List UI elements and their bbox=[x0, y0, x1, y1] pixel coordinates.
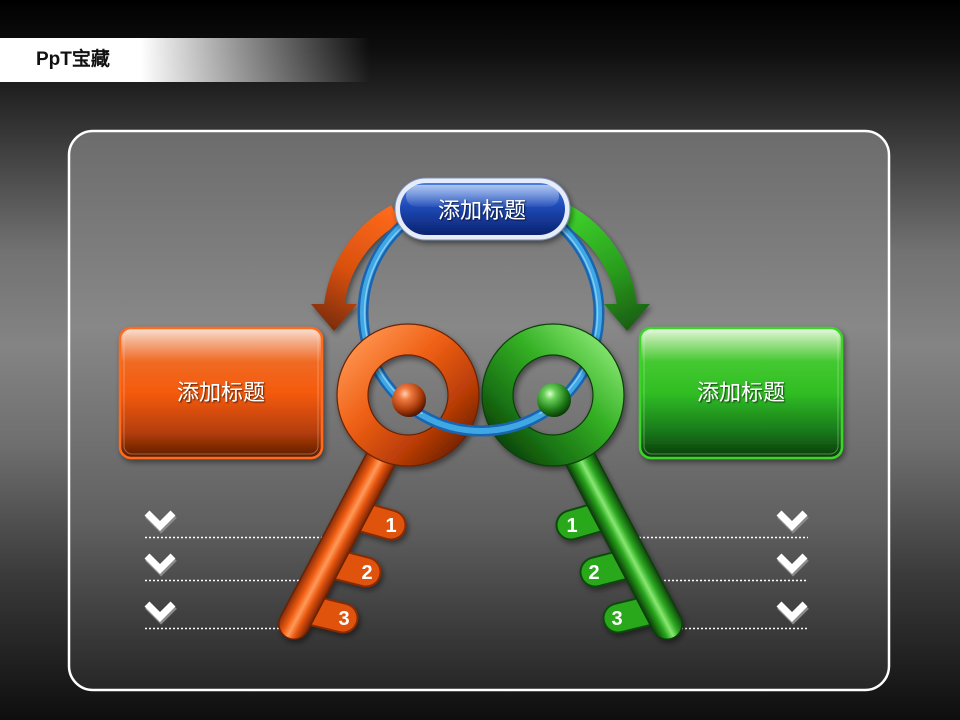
green-ball bbox=[537, 383, 571, 417]
key-shaft bbox=[279, 440, 398, 639]
box-inner-edge bbox=[643, 331, 839, 455]
chevron-shape bbox=[144, 510, 176, 531]
content-frame bbox=[67, 129, 891, 692]
right-list bbox=[611, 510, 809, 630]
right-title-box: 添加标题 bbox=[638, 326, 844, 460]
left-curved-arrow bbox=[311, 205, 401, 331]
top-title-pill: 添加标题 bbox=[394, 177, 571, 241]
brand-text: PpT宝藏 bbox=[36, 49, 110, 70]
left-box-title: 添加标题 bbox=[177, 381, 265, 406]
chevron-shape bbox=[776, 601, 808, 622]
tab-number: 1 bbox=[385, 515, 396, 537]
green-key: 1 2 3 bbox=[481, 323, 683, 640]
brand-banner: PpT宝藏 bbox=[0, 38, 370, 82]
arrow-band bbox=[560, 205, 637, 308]
ring-core bbox=[420, 412, 542, 435]
tab-number: 2 bbox=[588, 562, 599, 584]
tab-number: 1 bbox=[566, 515, 577, 537]
arrow-band bbox=[324, 205, 401, 308]
pill-gloss bbox=[406, 185, 559, 207]
right-box-title: 添加标题 bbox=[697, 381, 785, 406]
tab-number: 2 bbox=[361, 562, 372, 584]
box-body bbox=[118, 326, 324, 460]
chevron-down-icon bbox=[144, 601, 177, 625]
chevron-shape bbox=[144, 553, 176, 574]
blue-ring-front-arc bbox=[419, 410, 543, 437]
key-ring-outer-edge bbox=[336, 323, 480, 467]
chevron-down-icon bbox=[776, 553, 809, 577]
chevron-shape bbox=[144, 601, 176, 622]
key-ring bbox=[482, 324, 624, 466]
chevron-down-icon bbox=[776, 510, 809, 534]
left-title-box: 添加标题 bbox=[118, 326, 324, 460]
chevron-down-icon bbox=[144, 553, 177, 577]
tab-number: 3 bbox=[338, 608, 349, 630]
arrow-head bbox=[311, 304, 357, 331]
key-ring bbox=[337, 324, 479, 466]
orange-ball bbox=[392, 383, 426, 417]
top-title-text: 添加标题 bbox=[438, 199, 526, 224]
chevron-down-icon bbox=[776, 601, 809, 625]
box-inner-edge bbox=[123, 331, 319, 455]
arrow-head bbox=[604, 304, 650, 331]
key-ring-outer-edge bbox=[481, 323, 625, 467]
chevron-shape bbox=[776, 510, 808, 531]
box-body bbox=[638, 326, 844, 460]
tab-number: 3 bbox=[611, 608, 622, 630]
orange-key: 1 2 3 bbox=[278, 323, 480, 640]
key-ring-inner-edge bbox=[512, 354, 594, 436]
right-curved-arrow bbox=[560, 205, 650, 331]
key-ring-inner-edge bbox=[367, 354, 449, 436]
left-list bbox=[144, 510, 350, 630]
chevron-shape bbox=[776, 553, 808, 574]
key-shaft bbox=[563, 440, 682, 639]
chevron-down-icon bbox=[144, 510, 177, 534]
